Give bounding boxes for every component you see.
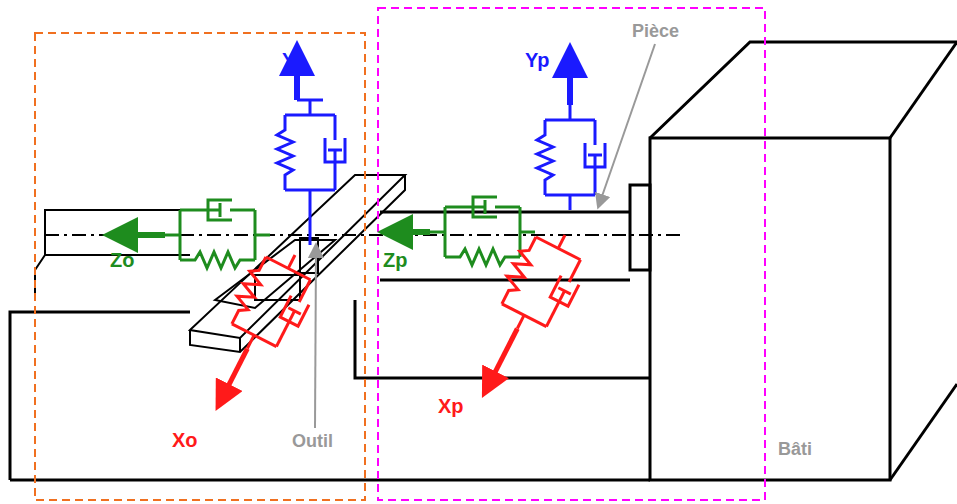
axis-label: Xp	[438, 396, 464, 416]
axis-label: Yp	[525, 50, 549, 70]
part-name: Outil	[292, 432, 333, 450]
axis-label: Zp	[383, 250, 407, 270]
axis-label: Zo	[110, 250, 134, 270]
axis-label: Yo	[282, 50, 306, 70]
part-name: Bâti	[778, 440, 812, 458]
axis-label: Xo	[172, 430, 198, 450]
part-name: Pièce	[632, 22, 679, 40]
